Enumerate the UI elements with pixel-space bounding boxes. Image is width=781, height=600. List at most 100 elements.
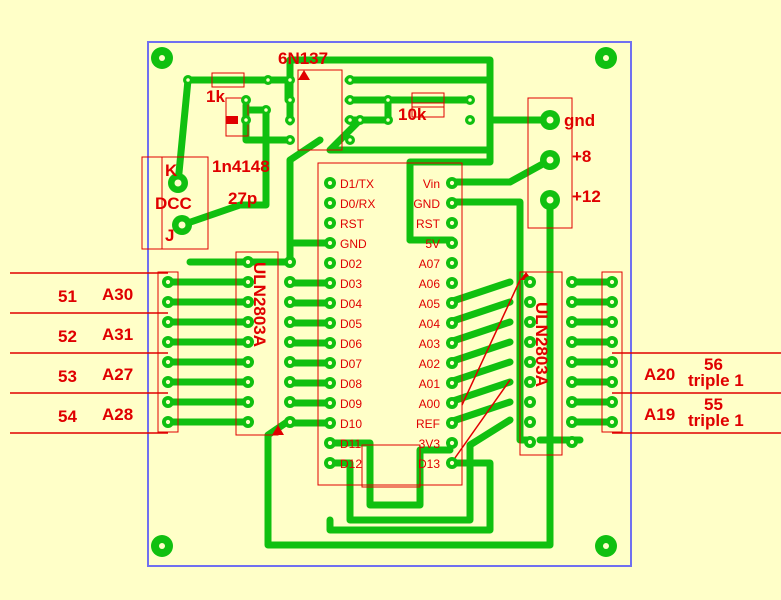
arduino-pad-left-hole xyxy=(327,260,333,266)
arduino-left-pin-label: D05 xyxy=(340,317,362,331)
arduino-left-pin-label: D04 xyxy=(340,297,362,311)
left-output-address: A28 xyxy=(102,405,133,424)
arduino-pad-left-hole xyxy=(327,400,333,406)
uln-left-pad-hole xyxy=(245,259,251,265)
header-right-pad-hole xyxy=(609,419,615,425)
power-pad-gnd-hole xyxy=(546,116,554,124)
uln-left-pad-hole xyxy=(287,299,293,305)
uln-left-pad-hole xyxy=(245,319,251,325)
arduino-pad-left-hole xyxy=(327,420,333,426)
resistor-1k-outline xyxy=(211,72,245,88)
left-output-number: 52 xyxy=(58,327,77,346)
left-output-address: A30 xyxy=(102,285,133,304)
right-output-address: A20 xyxy=(644,365,675,384)
uln-right-pad-hole xyxy=(569,379,575,385)
resistor-1k-label: 1k xyxy=(206,87,225,106)
uln-right-pad-hole xyxy=(527,399,533,405)
arduino-pad-right-hole xyxy=(449,360,455,366)
power-8-label: +8 xyxy=(572,147,591,166)
left-output-address: A31 xyxy=(102,325,133,344)
arduino-right-pin-label: A03 xyxy=(419,337,441,351)
optocoupler-outline xyxy=(297,69,343,151)
header-left-pad-hole xyxy=(165,299,171,305)
arduino-left-pin-label: GND xyxy=(340,237,367,251)
uln-left-pad-hole xyxy=(287,279,293,285)
arduino-right-pin-label: A07 xyxy=(419,257,441,271)
header-left-pad-hole xyxy=(165,339,171,345)
uln-left-pin1-marker xyxy=(272,425,284,435)
left-output-number: 51 xyxy=(58,287,77,306)
usb-outline xyxy=(361,444,421,488)
uln-right-pad-hole xyxy=(527,379,533,385)
uln-left-pad-hole xyxy=(287,399,293,405)
resistor-10k-outline xyxy=(411,92,445,108)
arduino-pad-left-hole xyxy=(327,360,333,366)
right-external-wires xyxy=(612,352,781,434)
power-gnd-label: gnd xyxy=(564,111,595,130)
header-left-pad-hole xyxy=(165,319,171,325)
arduino-pad-right-hole xyxy=(449,300,455,306)
uln-right-label: ULN2803A xyxy=(532,302,551,387)
arduino-pad-right-hole xyxy=(449,420,455,426)
uln-right-pad-hole xyxy=(569,419,575,425)
header-right-pad-hole xyxy=(609,339,615,345)
arduino-pad-left-hole xyxy=(327,220,333,226)
opto-pad-hole xyxy=(348,78,352,82)
arduino-right-pin-label: 5V xyxy=(425,237,440,251)
uln-right-pad-hole xyxy=(569,279,575,285)
resistor-10k-b-outline xyxy=(411,102,445,118)
header-left-pad-hole xyxy=(165,279,171,285)
uln-left-pad-hole xyxy=(245,399,251,405)
header-right-outline xyxy=(601,271,623,433)
header-left-outline xyxy=(157,271,179,433)
uln-right-pad-hole xyxy=(569,339,575,345)
opto-pin1-marker xyxy=(298,70,310,80)
header-right-pad-hole xyxy=(609,359,615,365)
arduino-pad-left-hole xyxy=(327,460,333,466)
arduino-right-pin-label: A02 xyxy=(419,357,441,371)
arduino-left-pin-labels: D1/TXD0/RXRSTGNDD02D03D04D05D06D07D08D09… xyxy=(340,177,375,471)
right-output-note: triple 1 xyxy=(688,371,744,390)
left-output-number: 54 xyxy=(58,407,77,426)
component-pad-hole xyxy=(386,98,390,102)
uln-right-pad-hole xyxy=(527,339,533,345)
copper-traces xyxy=(164,56,616,549)
header-right-pad-hole xyxy=(609,399,615,405)
pads xyxy=(162,75,618,469)
arduino-left-pin-label: D06 xyxy=(340,337,362,351)
dcc-pad-j-hole xyxy=(178,221,186,229)
arduino-pad-left-hole xyxy=(327,380,333,386)
arduino-left-pin-label: D0/RX xyxy=(340,197,375,211)
header-right-pad-hole xyxy=(609,379,615,385)
arduino-right-pin-label: Vin xyxy=(423,177,440,191)
arduino-pad-left-hole xyxy=(327,320,333,326)
arduino-left-pin-label: D09 xyxy=(340,397,362,411)
uln-right-pad-hole xyxy=(569,359,575,365)
arduino-pad-left-hole xyxy=(327,300,333,306)
arduino-right-pin-label: A04 xyxy=(419,317,441,331)
arduino-pad-left-hole xyxy=(327,200,333,206)
arduino-pad-right-hole xyxy=(449,340,455,346)
capacitor-label: 27p xyxy=(228,189,257,208)
opto-pad-hole xyxy=(288,98,292,102)
opto-pad-hole xyxy=(348,98,352,102)
uln-left-pad-hole xyxy=(245,419,251,425)
arduino-right-pin-labels: VinGNDRST5VA07A06A05A04A03A02A01A00REF3V… xyxy=(413,177,440,471)
header-left-pad-hole xyxy=(165,419,171,425)
header-left-pad-hole xyxy=(165,359,171,365)
uln-right-pad-hole xyxy=(527,299,533,305)
header-right-pad-hole xyxy=(609,279,615,285)
right-output-number: 56 xyxy=(704,355,723,374)
uln-right-pad-hole xyxy=(527,439,533,445)
uln-left-pad-hole xyxy=(245,379,251,385)
power-pad-12-hole xyxy=(546,196,554,204)
right-output-number: 55 xyxy=(704,395,723,414)
arduino-pad-right-hole xyxy=(449,260,455,266)
uln-right-pad-hole xyxy=(527,319,533,325)
component-pad-hole xyxy=(186,78,190,82)
arduino-pad-left-hole xyxy=(327,340,333,346)
component-pad-hole xyxy=(358,118,362,122)
opto-pad-hole xyxy=(288,138,292,142)
arduino-pad-right-hole xyxy=(449,200,455,206)
